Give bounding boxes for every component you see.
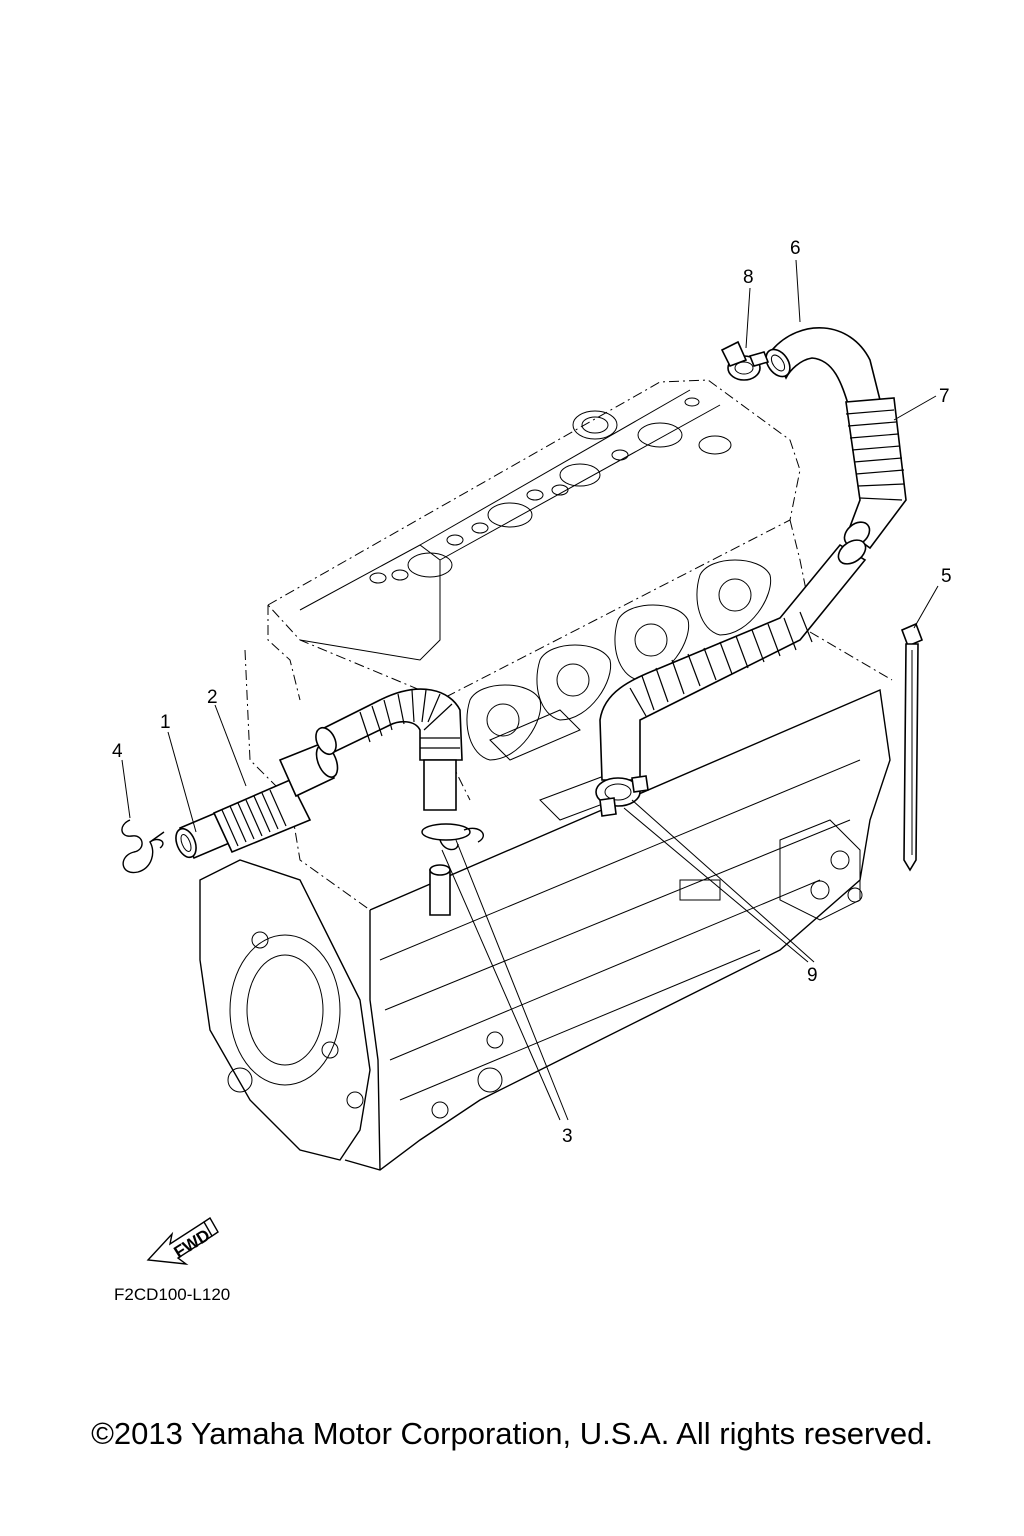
copyright-notice: ©2013 Yamaha Motor Corporation, U.S.A. A… [91, 1416, 933, 1451]
leader-lines [121, 259, 939, 1121]
callout-6: 6 [790, 238, 801, 259]
part-8-hose-clamp [720, 340, 770, 381]
cable-tie-centerline [809, 631, 893, 681]
part-7-corrugated-hose [843, 397, 907, 550]
part-6-curved-hose [765, 327, 881, 412]
callout-5: 5 [941, 566, 952, 587]
spark-plug-bosses [369, 397, 732, 584]
engine-block [199, 379, 891, 1171]
long-corrugated-hose-right [599, 539, 867, 781]
fwd-arrow-icon: FWD [146, 1217, 219, 1265]
fwd-label: FWD [171, 1225, 214, 1262]
exhaust-ports [466, 559, 772, 761]
diagram-code: F2CD100-L120 [114, 1285, 230, 1304]
callout-2: 2 [207, 687, 218, 708]
callout-8: 8 [743, 267, 754, 288]
callout-1: 1 [160, 712, 171, 733]
bent-corrugated-hose-left [315, 688, 463, 811]
callout-4: 4 [112, 741, 123, 762]
part-5-cable-tie [900, 622, 924, 872]
callout-9: 9 [807, 965, 818, 986]
callout-3: 3 [562, 1126, 573, 1147]
callout-7: 7 [939, 386, 950, 407]
part-9-hose-clamp [595, 775, 649, 817]
part-2-corrugated-hose [212, 742, 339, 854]
part-3-hose-clip [421, 823, 484, 916]
part-4-wire-clip [121, 819, 165, 874]
